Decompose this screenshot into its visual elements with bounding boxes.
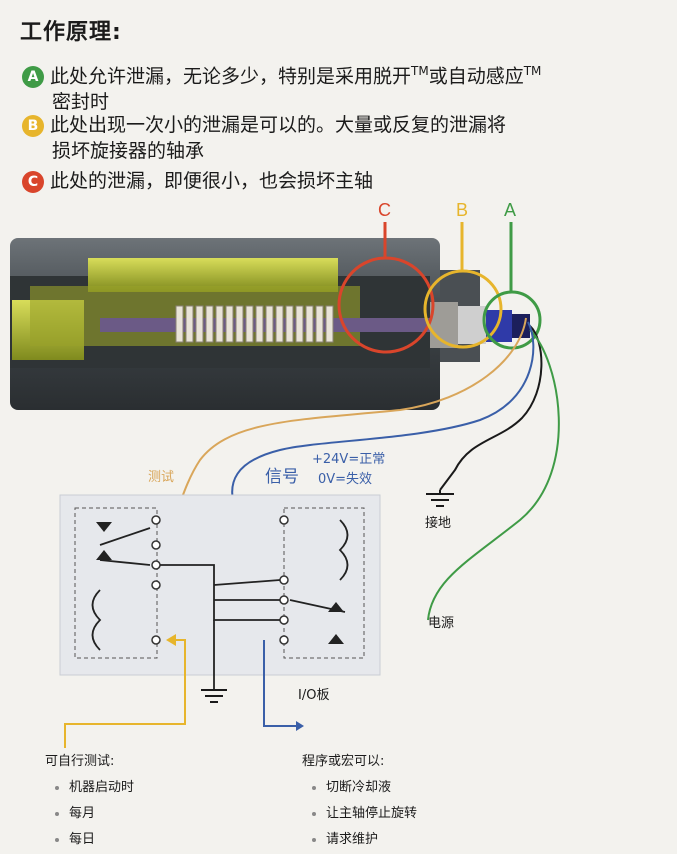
point-c-text: 此处的泄漏，即便很小，也会损坏主轴 (50, 170, 374, 192)
program-arrow (296, 721, 304, 731)
bullet-icon (55, 837, 59, 842)
power-label: 电源 (428, 616, 455, 631)
self-test-item: 每月 (55, 802, 95, 821)
bullet-icon (55, 785, 59, 790)
signal-fail-label: 0V=失效 (318, 472, 373, 487)
ground-wire (439, 325, 543, 491)
program-item: 切断冷却液 (312, 776, 391, 795)
self-test-arrow (166, 634, 176, 646)
program-line (263, 640, 296, 727)
point-c: C 此处的泄漏，即便很小，也会损坏主轴 (22, 168, 667, 194)
point-b-text: 此处出现一次小的泄漏是可以的。大量或反复的泄漏将 (50, 114, 507, 136)
callout-b-circle (423, 269, 503, 349)
bullet-icon (312, 811, 316, 816)
signal-label: 信号 (265, 467, 299, 487)
program-item: 请求维护 (312, 828, 378, 847)
self-test-line (64, 639, 186, 748)
io-board-label: I/O板 (298, 688, 330, 703)
callout-c-circle (337, 256, 435, 354)
program-item: 让主轴停止旋转 (312, 802, 417, 821)
signal-wire (231, 321, 535, 521)
point-b-line2: 损坏旋接器的轴承 (52, 140, 205, 162)
callout-c-label: C (378, 200, 391, 220)
test-label: 测试 (148, 470, 175, 485)
callout-a-circle (482, 290, 542, 350)
callout-a-label: A (504, 200, 516, 220)
bullet-icon (312, 785, 316, 790)
self-test-item-label: 机器启动时 (69, 780, 135, 795)
page-title: 工作原理: (20, 20, 122, 45)
badge-a: A (22, 66, 44, 89)
point-a-line2: 密封时 (52, 91, 110, 114)
point-a-mid: 或自动感应 (428, 65, 524, 88)
program-item-label: 切断冷却液 (326, 780, 392, 795)
program-heading: 程序或宏可以: (302, 754, 385, 769)
self-test-heading: 可自行测试: (45, 754, 115, 769)
bullet-icon (312, 837, 316, 842)
board-wiring (91, 519, 349, 690)
program-item-label: 让主轴停止旋转 (326, 806, 418, 821)
terminal-points (151, 515, 289, 645)
point-a-text: 此处允许泄漏，无论多少，特别是采用脱开 (50, 65, 412, 88)
callout-b-label: B (456, 200, 468, 220)
badge-c: C (22, 171, 44, 193)
relay-contacts (96, 522, 344, 644)
badge-b: B (22, 115, 44, 137)
program-item-label: 请求维护 (326, 832, 379, 847)
bullet-icon (55, 811, 59, 816)
self-test-item: 机器启动时 (55, 776, 134, 795)
self-test-item: 每日 (55, 828, 95, 847)
ground-symbol (426, 490, 454, 507)
point-a-tm1: TM (411, 64, 429, 78)
point-a-tm2: TM (523, 64, 542, 78)
self-test-item-label: 每月 (69, 806, 96, 821)
point-b: B 此处出现一次小的泄漏是可以的。大量或反复的泄漏将 损坏旋接器的轴承 (22, 112, 667, 164)
board-ground-symbol (201, 689, 227, 703)
power-wire (427, 329, 560, 621)
self-test-item-label: 每日 (69, 832, 96, 847)
test-wire (159, 317, 527, 546)
signal-normal-label: +24V=正常 (312, 452, 386, 467)
ground-label: 接地 (425, 516, 452, 531)
